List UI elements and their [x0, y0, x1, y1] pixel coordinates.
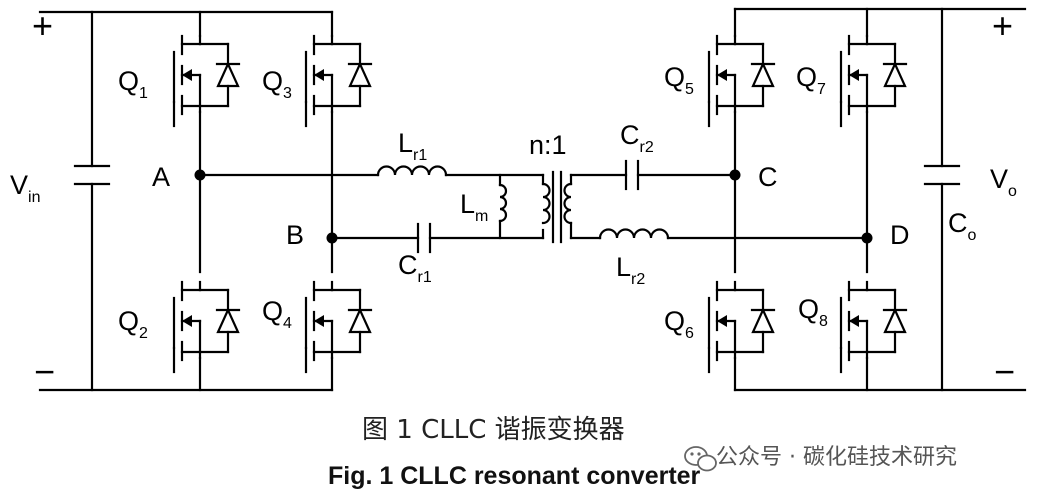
- q3-label: Q3: [262, 66, 292, 102]
- primary-rails: [38, 10, 334, 392]
- cr1-label: Cr1: [398, 250, 432, 286]
- mosfet-q2: [172, 280, 241, 374]
- q5-label: Q5: [664, 62, 694, 98]
- node-c-label: C: [758, 162, 778, 192]
- secondary-winding: [563, 182, 573, 225]
- cr2-label: Cr2: [620, 120, 654, 156]
- q7-label: Q7: [796, 62, 826, 98]
- junction-d: [861, 232, 873, 244]
- transformer: [541, 170, 573, 244]
- watermark: 公众号 · 碳化硅技术研究: [684, 445, 957, 472]
- lm-branch: [498, 173, 508, 240]
- caption-chinese: 图 1 CLLC 谐振变换器: [362, 415, 625, 445]
- junction-c: [729, 169, 741, 181]
- q2-label: Q2: [118, 306, 148, 342]
- wechat-icon: [684, 446, 717, 472]
- node-c-path: [569, 159, 737, 191]
- vo-plus-sign: +: [992, 5, 1013, 46]
- vin-label: Vin: [10, 170, 40, 206]
- mosfet-q3: [304, 34, 373, 128]
- co-label: Co: [948, 208, 977, 244]
- lm-label: Lm: [460, 189, 488, 225]
- vo-minus-sign: −: [994, 351, 1015, 392]
- transformer-ratio-label: n:1: [529, 130, 567, 160]
- node-b-label: B: [286, 220, 304, 250]
- node-d-label: D: [890, 220, 910, 250]
- lr1-inductor: [376, 165, 448, 177]
- vo-label: Vo: [990, 164, 1017, 200]
- lr2-inductor: [598, 228, 670, 240]
- node-a-label: A: [152, 162, 170, 192]
- mosfet-q6: [707, 280, 776, 374]
- q8-label: Q8: [798, 294, 828, 330]
- watermark-text: 公众号 · 碳化硅技术研究: [716, 445, 957, 470]
- q1-label: Q1: [118, 66, 148, 102]
- mosfet-q1: [172, 34, 241, 128]
- mosfet-q8: [839, 280, 908, 374]
- mosfet-q4: [304, 280, 373, 374]
- primary-winding: [541, 182, 551, 225]
- mosfet-q7: [839, 34, 908, 128]
- junction-a: [194, 169, 206, 181]
- q6-label: Q6: [664, 306, 694, 342]
- lm-inductor: [498, 183, 508, 223]
- node-d-path: [569, 228, 869, 240]
- caption-english: Fig. 1 CLLC resonant converter: [328, 462, 701, 490]
- q4-label: Q4: [262, 296, 292, 332]
- node-b-path: [330, 222, 545, 254]
- secondary-rails: [733, 7, 1027, 392]
- vin-minus-sign: −: [34, 351, 55, 392]
- lr1-label: Lr1: [398, 128, 427, 164]
- lr2-label: Lr2: [616, 252, 645, 288]
- junction-dots: [194, 169, 873, 244]
- node-a-path: [198, 165, 545, 186]
- junction-b: [326, 232, 338, 244]
- mosfet-q5: [707, 34, 776, 128]
- vin-plus-sign: +: [32, 5, 53, 46]
